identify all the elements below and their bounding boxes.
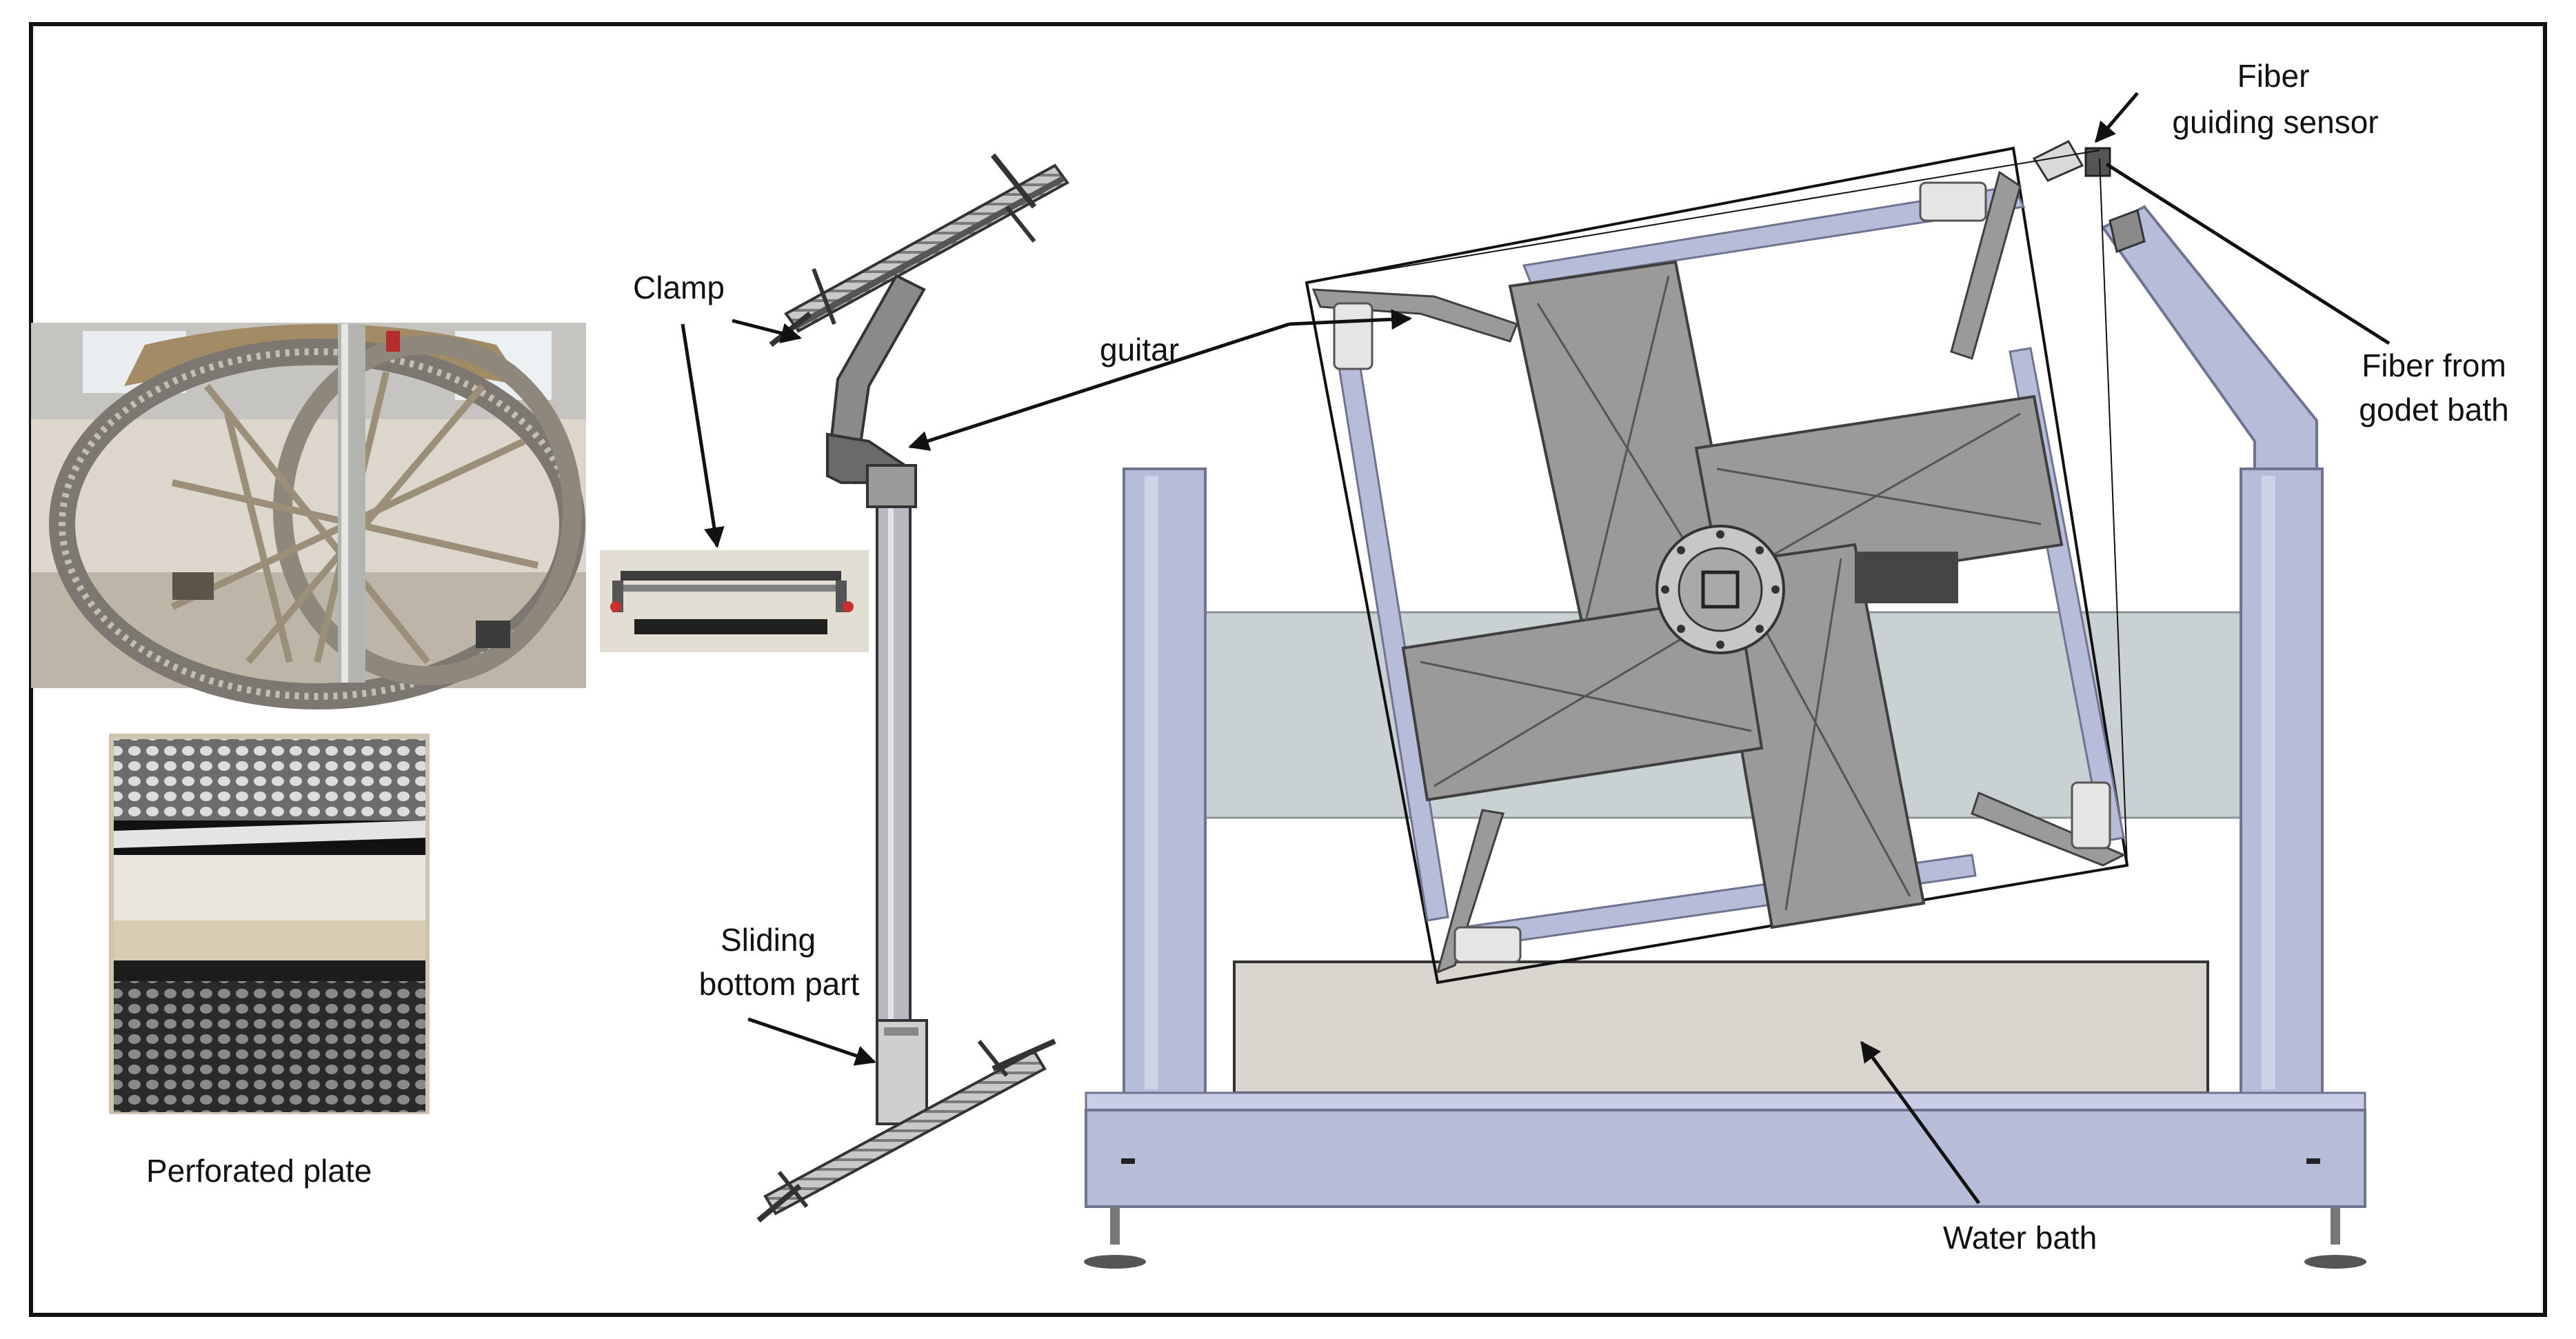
right-post: [2240, 467, 2324, 1098]
sliding-label-line2: bottom part: [698, 966, 860, 1002]
godet-fiber-line: [2105, 162, 2391, 345]
fiber-godet-label-line2: godet bath: [2359, 392, 2509, 427]
machine: [1084, 140, 2366, 1269]
rotor-blade-bottom: [1708, 543, 1926, 929]
perforated-plate-label: Perforated plate: [146, 1153, 372, 1189]
fiber-sensor-label-line2: guiding sensor: [2172, 104, 2379, 140]
fiber-guiding-sensor: [2032, 140, 2084, 182]
clamp-photo: [600, 550, 869, 652]
fiber-sensor-label-line1: Fiber: [2237, 58, 2310, 94]
machine-base: [1085, 1091, 2366, 1111]
guitar-arrow-left: [908, 322, 1290, 451]
water-bath-label: Water bath: [1943, 1220, 2097, 1256]
clamp-arrow-top: [732, 319, 802, 343]
left-post: [1123, 467, 1207, 1098]
perforated-plate-photo: [109, 734, 430, 1114]
clamp-label: Clamp: [633, 270, 725, 305]
sliding-label-line1: Sliding: [720, 922, 816, 958]
water-bath-arrow: [1860, 1040, 1981, 1205]
sensor-arrow: [2095, 92, 2139, 143]
sliding-arrow: [747, 1017, 876, 1066]
guitar-label: guitar: [1100, 332, 1180, 368]
drum-photo: [31, 323, 586, 709]
clamp-arrow-photo: [681, 323, 725, 548]
fiber-godet-label-line1: Fiber from: [2362, 348, 2506, 383]
water-bath-tank: [1233, 960, 2209, 1094]
leader-lines: [681, 92, 2391, 1205]
guitar-assembly: [756, 153, 1069, 1223]
guitar-arrow-right: [1289, 309, 1412, 330]
